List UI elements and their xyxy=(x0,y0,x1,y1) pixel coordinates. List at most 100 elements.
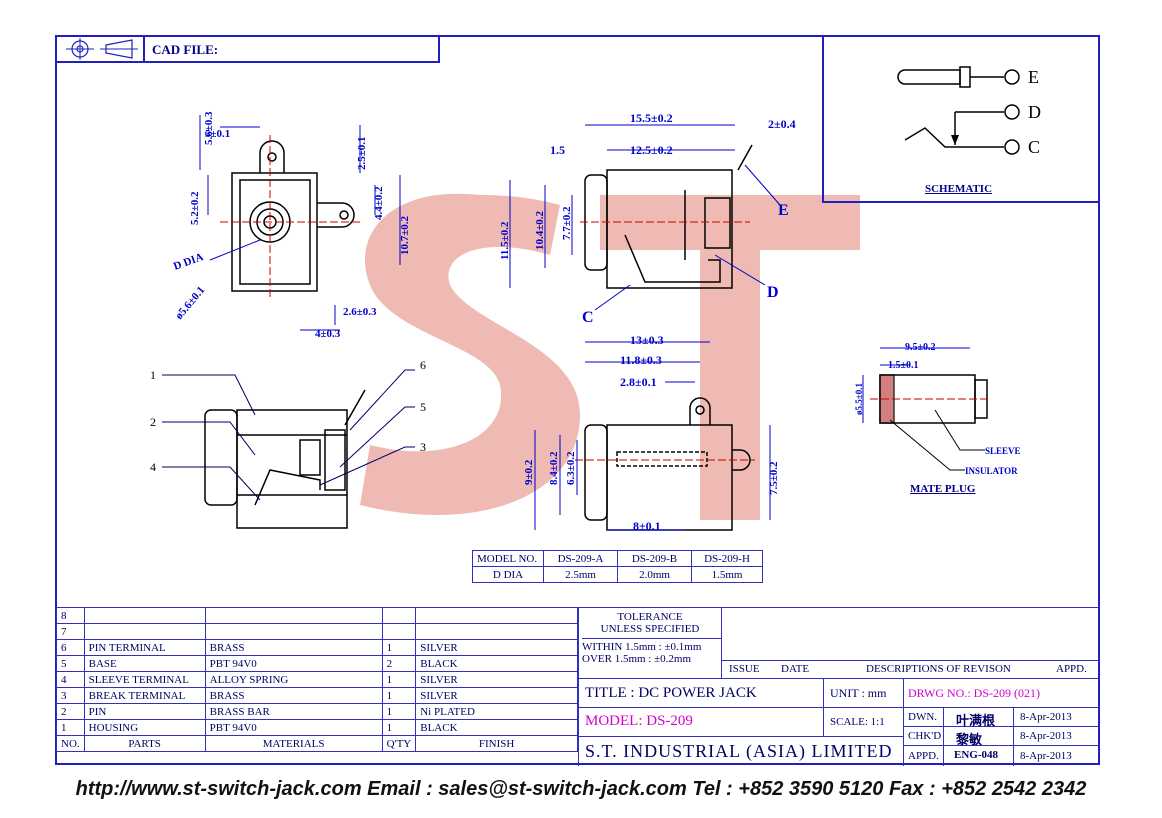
dim-15-5: 15.5±0.2 xyxy=(630,111,673,125)
bom-no: 3 xyxy=(56,687,85,704)
bom-header-no: NO. xyxy=(56,735,85,752)
model-a-header: DS-209-A xyxy=(543,550,618,567)
header-divider xyxy=(143,35,145,63)
d-dia-b: 2.0mm xyxy=(617,566,692,583)
d-dia-row-label: D DIA xyxy=(472,566,544,583)
dwn-date: 8-Apr-2013 xyxy=(1014,708,1099,727)
dim-5: 5±0.1 xyxy=(205,128,230,140)
desc-label: DESCRIPTIONS OF REVISON xyxy=(866,663,1011,675)
dim-2: 2±0.4 xyxy=(768,117,796,131)
bom-row: 8 xyxy=(56,607,578,624)
dim-12-5: 12.5±0.2 xyxy=(630,143,673,157)
bom-material: PBT 94V0 xyxy=(204,655,383,672)
d-dia-a: 2.5mm xyxy=(543,566,618,583)
approval-grid: DWN. 叶满根 8-Apr-2013 CHK'D 黎敏 8-Apr-2013 … xyxy=(904,708,1099,766)
scale-label: SCALE: 1:1 xyxy=(824,708,904,737)
bom-finish: BLACK xyxy=(415,719,578,736)
bottom-view-drawing: 13±0.3 11.8±0.3 2.8±0.1 9±0.2 8.4±0.2 6.… xyxy=(523,333,780,533)
pin-c-label: C xyxy=(1028,137,1040,157)
bom-finish: BLACK xyxy=(415,655,578,672)
bom-qty xyxy=(381,607,417,624)
bom-header-part: PARTS xyxy=(83,735,206,752)
bom-finish: Ni PLATED xyxy=(415,703,578,720)
bom-no: 4 xyxy=(56,671,85,688)
chk-label: CHK'D xyxy=(904,727,944,746)
label-e: E xyxy=(778,202,789,219)
front-view-drawing: 5.6±0.3 5±0.1 2.5±0.1 5.2±0.2 4.4±0.2 10… xyxy=(172,111,411,340)
bom-finish xyxy=(415,607,578,624)
model-table: MODEL NO. DS-209-A DS-209-B DS-209-H D D… xyxy=(472,550,763,583)
appd-name: ENG-048 xyxy=(944,746,1014,766)
tolerance-line1: WITHIN 1.5mm : ±0.1mm xyxy=(582,638,721,653)
dim-8: 8±0.1 xyxy=(633,519,661,533)
issue-label: ISSUE xyxy=(729,663,760,675)
dim-9: 9±0.2 xyxy=(523,459,535,485)
callout-2: 2 xyxy=(150,415,156,429)
bom-header-finish: FINISH xyxy=(415,735,578,752)
dim-1-5: 1.5 xyxy=(550,143,565,157)
dim-6-3: 6.3±0.2 xyxy=(565,451,577,485)
tolerance-box: TOLERANCE UNLESS SPECIFIED WITHIN 1.5mm … xyxy=(579,608,722,678)
model-label: MODEL: DS-209 xyxy=(579,708,824,737)
model-h-header: DS-209-H xyxy=(691,550,763,567)
bom-header-qty: Q'TY xyxy=(381,735,417,752)
chk-name: 黎敏 xyxy=(944,727,1014,747)
bom-finish xyxy=(415,623,578,640)
bom-material xyxy=(204,623,383,640)
schematic-label: SCHEMATIC xyxy=(925,183,993,195)
bom-qty: 1 xyxy=(381,639,417,656)
bom-qty: 1 xyxy=(381,687,417,704)
d-dia-label: D DIA xyxy=(172,251,205,273)
dim-5-2: 5.2±0.2 xyxy=(189,191,201,225)
dwn-name: 叶满根 xyxy=(944,708,1014,728)
sleeve-label: SLEEVE xyxy=(985,446,1020,456)
model-b-header: DS-209-B xyxy=(617,550,692,567)
insulator-label: INSULATOR xyxy=(965,466,1018,476)
bom-qty: 1 xyxy=(381,703,417,720)
pin-d-label: D xyxy=(1028,102,1041,122)
dim-13: 13±0.3 xyxy=(630,333,664,347)
bom-material: BRASS xyxy=(204,687,383,704)
section-view-drawing: 1 2 4 6 5 3 xyxy=(150,358,426,529)
bom-material: BRASS xyxy=(204,639,383,656)
callout-6: 6 xyxy=(420,358,426,372)
plug-dim-1-5: 1.5±0.1 xyxy=(888,360,919,371)
dim-7-7: 7.7±0.2 xyxy=(561,206,573,240)
dim-7-5: 7.5±0.2 xyxy=(768,461,780,495)
bom-part: PIN xyxy=(83,703,206,720)
bom-qty xyxy=(381,623,417,640)
title-label: TITLE : DC POWER JACK xyxy=(579,679,824,708)
label-c: C xyxy=(582,309,594,326)
st-watermark xyxy=(360,193,860,520)
contact-footer: http://www.st-switch-jack.com Email : sa… xyxy=(75,778,1087,800)
dim-4: 4±0.3 xyxy=(315,328,341,340)
callout-3: 3 xyxy=(420,440,426,454)
tolerance-line2: OVER 1.5mm : ±0.2mm xyxy=(582,653,692,665)
projection-symbol-icon xyxy=(66,38,138,60)
bom-material xyxy=(204,607,383,624)
pin-e-label: E xyxy=(1028,67,1039,87)
dim-10-7: 10.7±0.2 xyxy=(399,215,411,255)
bom-part: BASE xyxy=(83,655,206,672)
bom-part: PIN TERMINAL xyxy=(83,639,206,656)
plug-dim-phi: ø5.5±0.1 xyxy=(854,383,864,415)
dim-2-5: 2.5±0.1 xyxy=(356,136,368,170)
dim-11-5: 11.5±0.2 xyxy=(499,221,511,260)
bom-row: 7 xyxy=(56,623,578,640)
drawing-frame xyxy=(55,35,1100,765)
bom-no: 1 xyxy=(56,719,85,736)
drawing-number: DRWG NO.: DS-209 (021) xyxy=(904,679,1099,708)
dim-2-8: 2.8±0.1 xyxy=(620,375,657,389)
mate-plug-drawing: 9.5±0.2 1.5±0.1 ø5.5±0.1 SLEEVE INSULATO… xyxy=(854,342,1020,476)
bom-finish: SILVER xyxy=(415,671,578,688)
plug-dim-9-5: 9.5±0.2 xyxy=(905,342,936,353)
appd-date: 8-Apr-2013 xyxy=(1020,750,1072,762)
cad-file-label: CAD FILE: xyxy=(152,42,219,57)
schematic-diagram: E D C xyxy=(897,66,1041,157)
bom-header-material: MATERIALS xyxy=(204,735,383,752)
unit-label: UNIT : mm xyxy=(824,679,904,708)
callout-1: 1 xyxy=(150,368,156,382)
